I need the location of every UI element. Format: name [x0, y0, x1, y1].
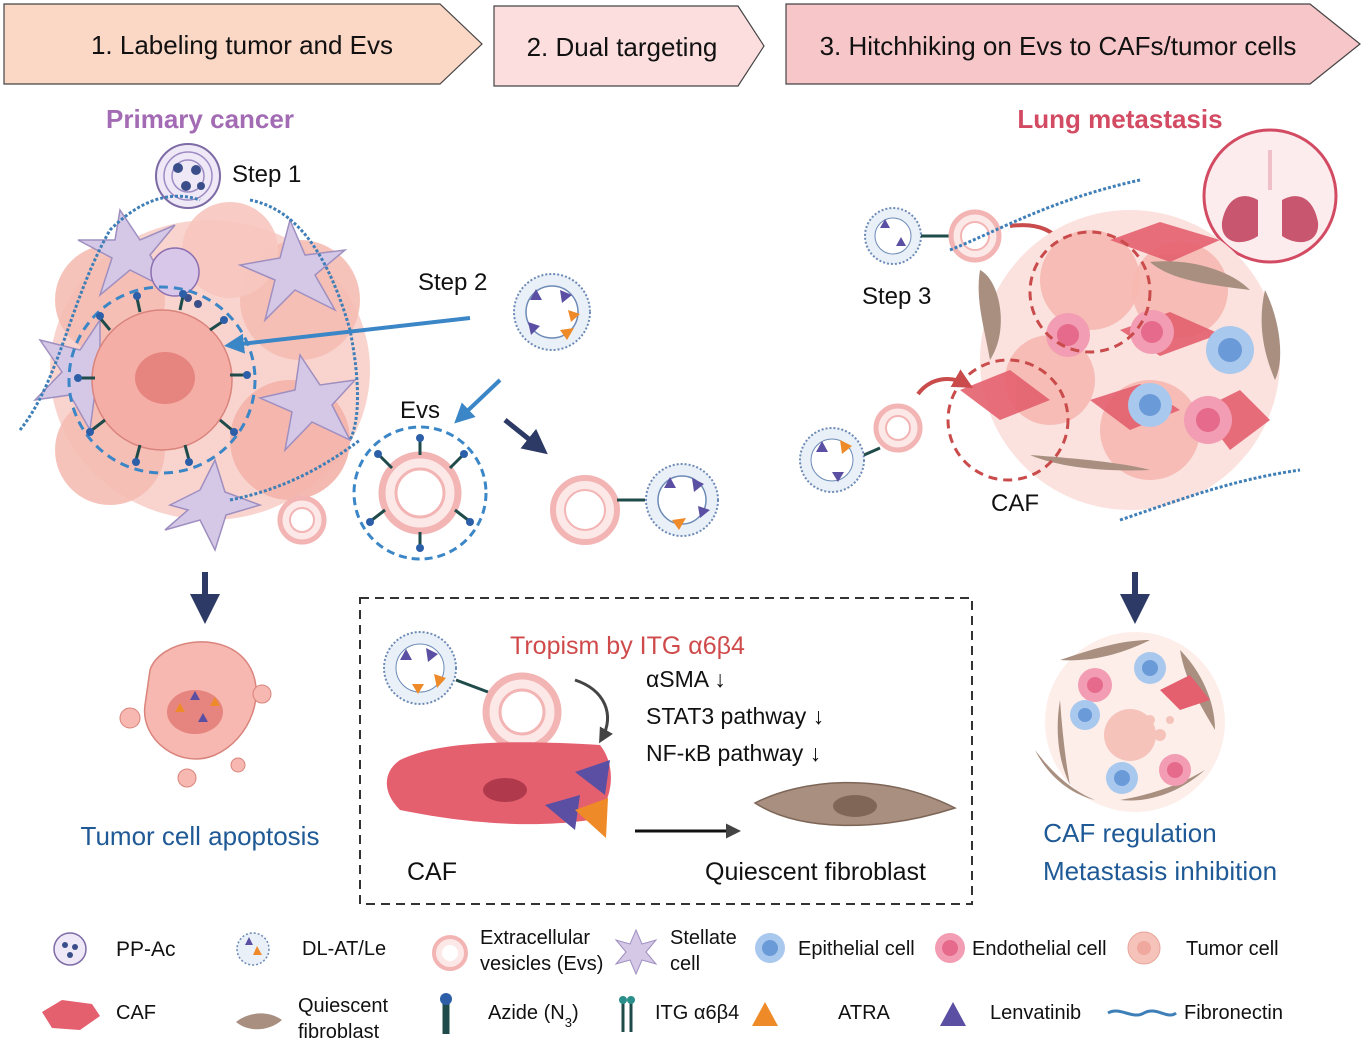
arrow-lower-to-caf	[916, 369, 973, 396]
primary-cancer-title: Primary cancer	[106, 104, 294, 134]
lung-icon	[1202, 128, 1338, 264]
fibroblasts-in-lesion	[978, 261, 1281, 471]
arrow-to-evs	[454, 378, 502, 424]
epithelial-cells	[1128, 326, 1254, 427]
banner-step-3: 3. Hitchhiking on Evs to CAFs/tumor cell…	[785, 3, 1361, 85]
banner-step-3-label: 3. Hitchhiking on Evs to CAFs/tumor cell…	[820, 31, 1297, 61]
box-quiescent-label: Quiescent fibroblast	[705, 858, 926, 886]
labeled-tumor-cell	[67, 285, 257, 475]
arrow-to-tumor	[224, 316, 471, 354]
legend-label-epithelial: Epithelial cell	[798, 938, 915, 960]
step-1-label: Step 1	[232, 161, 301, 188]
legend-label-stellate-1: Stellate	[670, 927, 737, 949]
tumor-cell-icon	[1127, 931, 1161, 965]
marker-stat3: STAT3 pathway ↓	[646, 703, 824, 729]
arrow-to-conjugate	[503, 418, 548, 455]
legend-label-stellate-2: cell	[670, 953, 700, 975]
box-quiescent-fibroblast	[753, 781, 957, 827]
legend-item-stellate: Stellate cell	[614, 927, 737, 976]
banner-step-1-label: 1. Labeling tumor and Evs	[91, 30, 393, 60]
metastasis-inhibition-label: Metastasis inhibition	[1043, 856, 1277, 886]
marker-nfkb: NF-κB pathway ↓	[646, 740, 821, 766]
step-3-label: Step 3	[862, 283, 931, 310]
pp-ac-particle	[155, 143, 221, 209]
dl-at-le-icon	[236, 932, 270, 966]
evs-label: Evs	[400, 397, 440, 424]
legend-item-itg: ITG α6β4	[619, 996, 739, 1032]
legend-item-caf: CAF	[42, 1000, 156, 1030]
legend-label-dl-at-le: DL-AT/Le	[302, 938, 386, 960]
regulated-lesion	[1035, 632, 1225, 812]
legend-label-azide: Azide (N3)	[488, 1002, 579, 1030]
banner-step-2-label: 2. Dual targeting	[527, 32, 718, 62]
labeled-ev	[352, 425, 488, 561]
conjugate-lower	[799, 403, 923, 493]
legend-label-caf: CAF	[116, 1002, 156, 1024]
small-ev	[277, 495, 327, 545]
extracellular-vesicle-icon	[432, 935, 468, 971]
banner-step-2: 2. Dual targeting	[493, 5, 765, 87]
legend-label-pp-ac: PP-Ac	[116, 938, 176, 961]
legend-item-evs: Extracellular vesicles (Evs)	[432, 927, 603, 975]
caf-regulation-label: CAF regulation	[1043, 818, 1216, 848]
atra-icon	[752, 1002, 778, 1026]
legend-label-itg: ITG α6β4	[655, 1002, 739, 1024]
legend-label-quiescent-2: fibroblast	[298, 1021, 380, 1043]
metastatic-lesion	[946, 178, 1301, 522]
tropism-label: Tropism by ITG α6β4	[510, 632, 745, 660]
legend-label-evs-2: vesicles (Evs)	[480, 953, 603, 975]
tumor-apoptosis-label: Tumor cell apoptosis	[81, 821, 320, 851]
ev-dl-at-le-conjugate	[550, 463, 719, 545]
banner-step-1: 1. Labeling tumor and Evs	[3, 3, 483, 85]
lung-metastasis-title: Lung metastasis	[1017, 104, 1222, 134]
legend-item-tumor: Tumor cell	[1127, 931, 1279, 965]
legend-item-pp-ac: PP-Ac	[53, 932, 176, 966]
box-caf-cell	[386, 742, 611, 838]
legend-item-epithelial: Epithelial cell	[755, 933, 915, 963]
box-caf-label: CAF	[407, 858, 457, 886]
caf-icon	[42, 1000, 100, 1030]
endothelial-cells	[1046, 310, 1232, 444]
legend-item-dl-at-le: DL-AT/Le	[236, 932, 386, 966]
box-arrow-to-caf	[574, 678, 613, 744]
marker-asma: αSMA ↓	[646, 666, 726, 692]
endothelial-cell-icon	[935, 933, 965, 963]
legend: PP-Ac DL-AT/Le Extracellular vesicles (E…	[42, 927, 1283, 1043]
itg-icon	[619, 996, 635, 1032]
dl-at-le-particle	[513, 273, 591, 351]
azide-groups	[80, 295, 245, 461]
legend-label-atra: ATRA	[838, 1002, 891, 1024]
caf-label-lesion: CAF	[991, 490, 1039, 517]
mechanism-box	[359, 597, 973, 905]
apoptotic-tumor-cell	[119, 641, 272, 788]
box-conjugate	[383, 631, 562, 752]
legend-label-endothelial: Endothelial cell	[972, 938, 1107, 960]
stellate-cell-icon	[614, 928, 658, 976]
azide-icon	[440, 993, 452, 1034]
legend-label-fibronectin: Fibronectin	[1184, 1002, 1283, 1024]
fibronectin-icon	[1107, 1009, 1177, 1017]
legend-label-lenvatinib: Lenvatinib	[990, 1002, 1081, 1024]
legend-label-quiescent-1: Quiescent	[298, 995, 388, 1017]
legend-item-quiescent: Quiescent fibroblast	[236, 995, 388, 1043]
step-2-label: Step 2	[418, 269, 487, 296]
lenvatinib-icon	[940, 1002, 966, 1026]
legend-item-endothelial: Endothelial cell	[935, 933, 1107, 963]
epithelial-cell-icon	[755, 933, 785, 963]
conjugate-upper	[864, 207, 1002, 265]
quiescent-fibroblast-icon	[236, 1013, 282, 1030]
legend-label-tumor: Tumor cell	[1186, 938, 1279, 960]
pp-ac-icon	[53, 932, 87, 966]
fibronectin-strands	[18, 194, 361, 502]
legend-item-azide: Azide (N3)	[440, 993, 579, 1034]
legend-label-evs-1: Extracellular	[480, 927, 590, 949]
